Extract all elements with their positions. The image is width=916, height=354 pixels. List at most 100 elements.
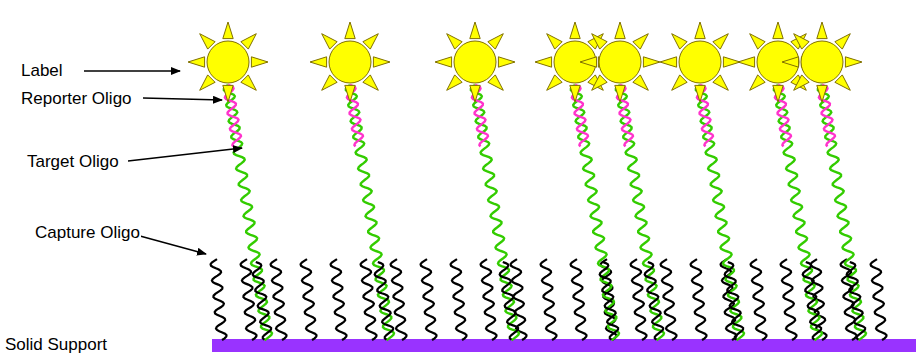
sun-ray — [488, 75, 503, 90]
sun-disc — [554, 41, 596, 83]
capture-oligo — [361, 259, 377, 340]
sun-ray — [200, 34, 215, 49]
sun-ray — [470, 85, 480, 102]
part-label: Solid Support — [4, 335, 108, 354]
sun-ray — [363, 34, 378, 49]
capture-oligo — [451, 259, 467, 340]
part-label: Reporter Oligo — [20, 89, 133, 109]
sun-ray — [750, 34, 765, 49]
sun-ray — [547, 75, 562, 90]
sun-disc — [454, 41, 496, 83]
sun-ray — [363, 75, 378, 90]
target-oligo — [818, 85, 866, 340]
sun-disc — [801, 41, 843, 83]
capture-oligos — [211, 259, 887, 340]
sun-ray — [570, 85, 580, 102]
target-oligo — [571, 85, 619, 340]
sun-ray — [633, 34, 648, 49]
capture-oligo — [421, 259, 437, 340]
sun-ray — [773, 85, 783, 102]
label-sun — [435, 22, 515, 102]
target-oligo — [471, 85, 519, 340]
capture-oligo — [781, 259, 797, 340]
target-strands — [224, 85, 866, 340]
sun-ray — [498, 57, 515, 67]
target-oligo — [616, 85, 664, 340]
label-sun — [782, 22, 862, 102]
capture-oligo — [571, 259, 587, 340]
sun-ray — [660, 57, 677, 67]
target-oligo — [224, 85, 272, 340]
label-sun — [660, 22, 740, 102]
sun-ray — [580, 57, 597, 67]
sun-disc — [599, 41, 641, 83]
sun-disc — [757, 41, 799, 83]
sun-ray — [773, 22, 783, 39]
solid-support-bar — [212, 339, 916, 352]
sun-ray — [373, 57, 390, 67]
label-suns — [188, 22, 862, 102]
capture-oligo — [271, 259, 287, 340]
sun-ray — [835, 34, 850, 49]
sun-ray — [322, 75, 337, 90]
sun-ray — [470, 22, 480, 39]
label-sun — [310, 22, 390, 102]
sun-ray — [615, 85, 625, 102]
sun-ray — [713, 75, 728, 90]
hybridized-capture-oligo — [645, 262, 663, 340]
sun-ray — [310, 57, 327, 67]
capture-oligo — [631, 259, 647, 340]
sun-ray — [643, 57, 660, 67]
part-label: Capture Oligo — [34, 223, 141, 243]
sun-ray — [817, 85, 827, 102]
sun-ray — [738, 57, 755, 67]
target-oligo — [346, 85, 394, 340]
sun-ray — [251, 57, 268, 67]
sun-ray — [345, 22, 355, 39]
target-oligo — [696, 85, 744, 340]
sun-ray — [845, 57, 862, 67]
capture-oligo — [691, 259, 707, 340]
label-sun — [188, 22, 268, 102]
target-oligo — [774, 85, 822, 340]
part-label: Label — [20, 61, 64, 81]
hybridized-capture-oligo — [803, 262, 821, 340]
sun-ray — [835, 75, 850, 90]
sun-ray — [633, 75, 648, 90]
sun-ray — [488, 34, 503, 49]
sun-ray — [535, 57, 552, 67]
sun-disc — [329, 41, 371, 83]
sun-disc — [679, 41, 721, 83]
sun-ray — [188, 57, 205, 67]
sun-ray — [447, 34, 462, 49]
sun-ray — [592, 75, 607, 90]
hybridized-capture-oligo — [600, 262, 618, 340]
sun-disc — [207, 41, 249, 83]
leader-line — [128, 148, 242, 161]
hybridized-capture-oligo — [253, 262, 271, 340]
leader-line — [143, 98, 222, 100]
label-sun — [580, 22, 660, 102]
sun-ray — [794, 34, 809, 49]
sun-ray — [672, 34, 687, 49]
capture-oligo — [541, 259, 557, 340]
sun-ray — [241, 75, 256, 90]
sun-ray — [695, 22, 705, 39]
sun-ray — [672, 75, 687, 90]
capture-oligo — [301, 259, 317, 340]
sun-ray — [200, 75, 215, 90]
leader-line — [84, 70, 180, 72]
sun-ray — [794, 75, 809, 90]
hybridized-capture-oligo — [725, 262, 743, 340]
sun-ray — [345, 85, 355, 102]
sun-ray — [570, 22, 580, 39]
hybridized-capture-oligo — [375, 262, 393, 340]
capture-oligo — [481, 259, 497, 340]
sun-ray — [547, 34, 562, 49]
hybridized-capture-oligo — [847, 262, 865, 340]
sun-ray — [713, 34, 728, 49]
capture-oligo — [211, 259, 227, 340]
sun-ray — [817, 22, 827, 39]
